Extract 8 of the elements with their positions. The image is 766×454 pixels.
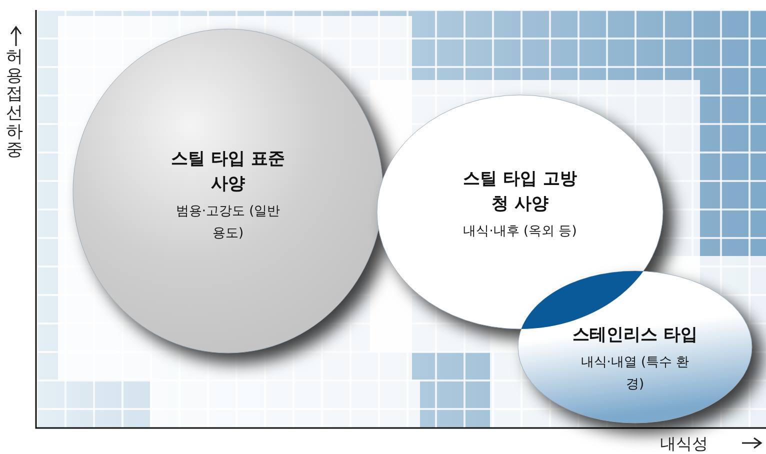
bubble-description: 내식·내열 (특수 환경) <box>580 354 690 394</box>
bubble-title: 스틸 타입 표준 사양 <box>170 148 286 196</box>
x-axis-title: 내식성 <box>660 434 708 454</box>
bubble-title: 스테인리스 타입 <box>572 324 698 347</box>
bubble-title: 스틸 타입 고방청 사양 <box>462 168 578 216</box>
bubble-description: 내식·내후 (옥외 등) <box>462 223 578 241</box>
bubble-description: 범용·고강도 (일반 용도) <box>174 203 282 243</box>
y-axis-title: 허용 접선 하중 <box>6 48 23 160</box>
